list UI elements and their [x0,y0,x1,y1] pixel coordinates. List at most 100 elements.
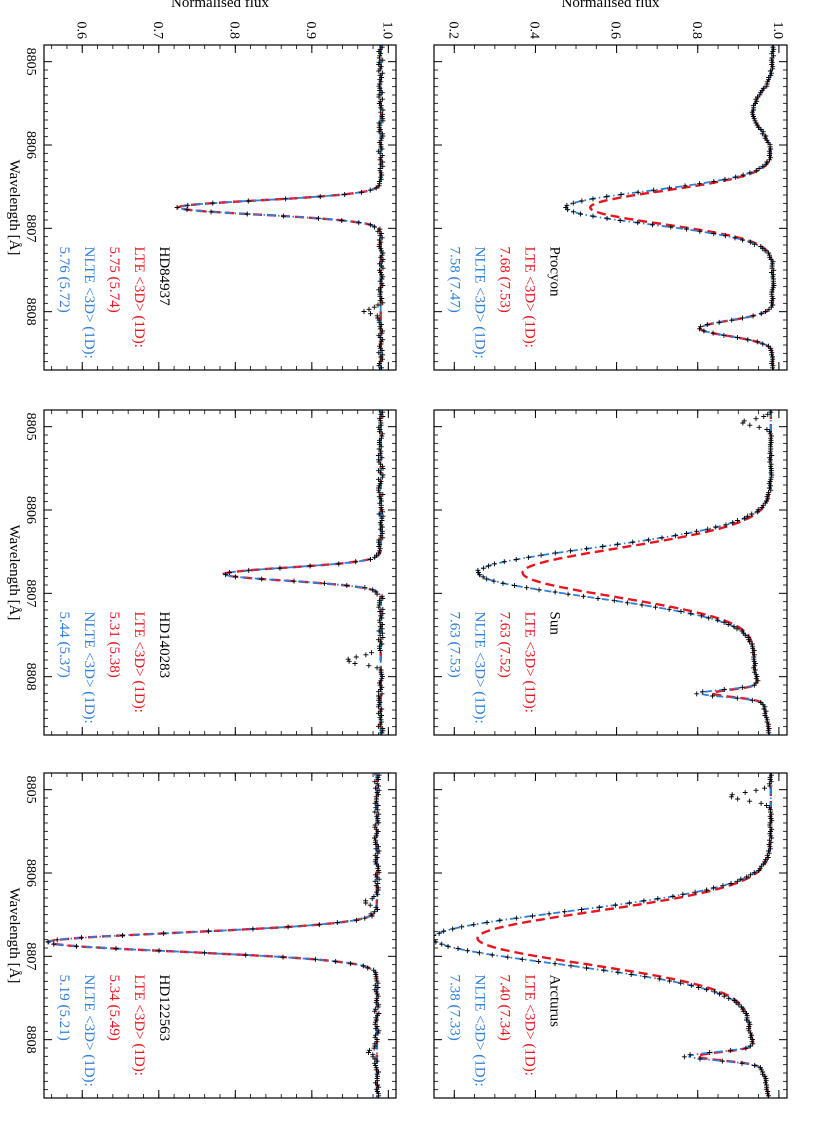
observed-point [379,641,385,647]
observed-point [768,463,774,469]
observed-point [245,198,251,204]
observed-point [771,283,777,288]
observed-point [768,348,774,353]
observed-point [376,511,382,517]
observed-point [375,980,381,986]
observed-point [380,107,386,113]
observed-point [743,1011,749,1016]
observed-point [376,604,382,610]
observed-point [751,114,757,119]
observed-point [762,785,768,791]
observed-point [766,805,772,811]
observed-point [369,650,375,656]
observed-point [740,1006,746,1012]
observed-point [670,894,676,899]
observed-point [375,891,381,897]
observed-point [611,598,617,604]
observed-point [767,431,773,437]
observed-point [756,166,762,171]
observed-point [476,570,482,575]
observed-point [749,1032,755,1038]
observed-point [379,328,385,334]
observed-point [653,604,658,610]
observed-point [768,57,774,63]
observed-point [694,528,700,534]
observed-point [562,909,568,915]
observed-point [767,457,773,463]
observed-point [754,674,760,679]
observed-point [630,539,636,545]
observed-point [759,131,765,137]
observed-point [376,695,382,701]
observed-point [764,715,770,721]
observed-point [761,414,767,419]
observed-point [762,857,768,863]
observed-point [376,539,382,545]
observed-point [684,226,690,232]
observed-point [739,1060,745,1066]
observed-point [377,645,383,651]
observed-point [595,596,601,601]
observed-point [376,1095,382,1098]
observed-point [374,889,380,895]
observed-point [703,887,709,893]
observed-point [768,70,774,76]
observed-point [365,1050,371,1055]
observed-point [765,492,771,497]
observed-point [765,343,771,349]
y-tick-label: 0.8 [226,22,241,40]
observed-point [372,835,378,841]
observed-point [757,1065,763,1071]
x-tick-label: 8805 [23,413,38,441]
observed-point [767,68,773,74]
observed-point [378,170,384,176]
observed-point [379,114,385,119]
observed-point [377,45,383,48]
observed-point [379,507,385,513]
observed-point [752,663,758,669]
observed-point [184,207,190,213]
observed-point [372,779,378,785]
observed-point [378,105,384,111]
observed-point [373,1032,379,1038]
observed-point [376,863,382,869]
observed-point [519,956,525,962]
observed-point [372,1008,378,1014]
observed-point [375,792,381,798]
observed-point [370,587,376,593]
observed-point [765,723,771,729]
observed-point [369,913,375,919]
observed-point [375,1089,381,1094]
y-tick-label: 0.6 [73,22,88,40]
observed-point [376,83,382,89]
observed-point [455,946,461,951]
observed-point [434,933,436,938]
observed-point [755,507,761,513]
observed-point [740,237,746,243]
observed-point [376,55,382,61]
observed-point [747,798,753,804]
observed-point [763,708,769,714]
observed-point [628,972,634,977]
observed-point [380,466,386,471]
observed-point [375,1030,381,1036]
observed-point [749,1039,755,1045]
observed-point [352,661,358,666]
x-tick-label: 8806 [23,859,38,887]
observed-point [377,122,383,128]
observed-point [380,472,386,478]
observed-point [312,956,318,962]
observed-point [376,1028,382,1034]
observed-point [753,168,759,174]
observed-point [768,829,774,834]
observed-point [481,565,487,571]
observed-point [736,1002,742,1008]
observed-point [762,704,768,710]
observed-point [379,135,385,141]
observed-point [378,254,384,260]
observed-point [759,505,765,510]
observed-point [362,585,368,591]
observed-point [756,868,762,873]
observed-point [767,777,773,782]
observed-point [377,481,383,487]
